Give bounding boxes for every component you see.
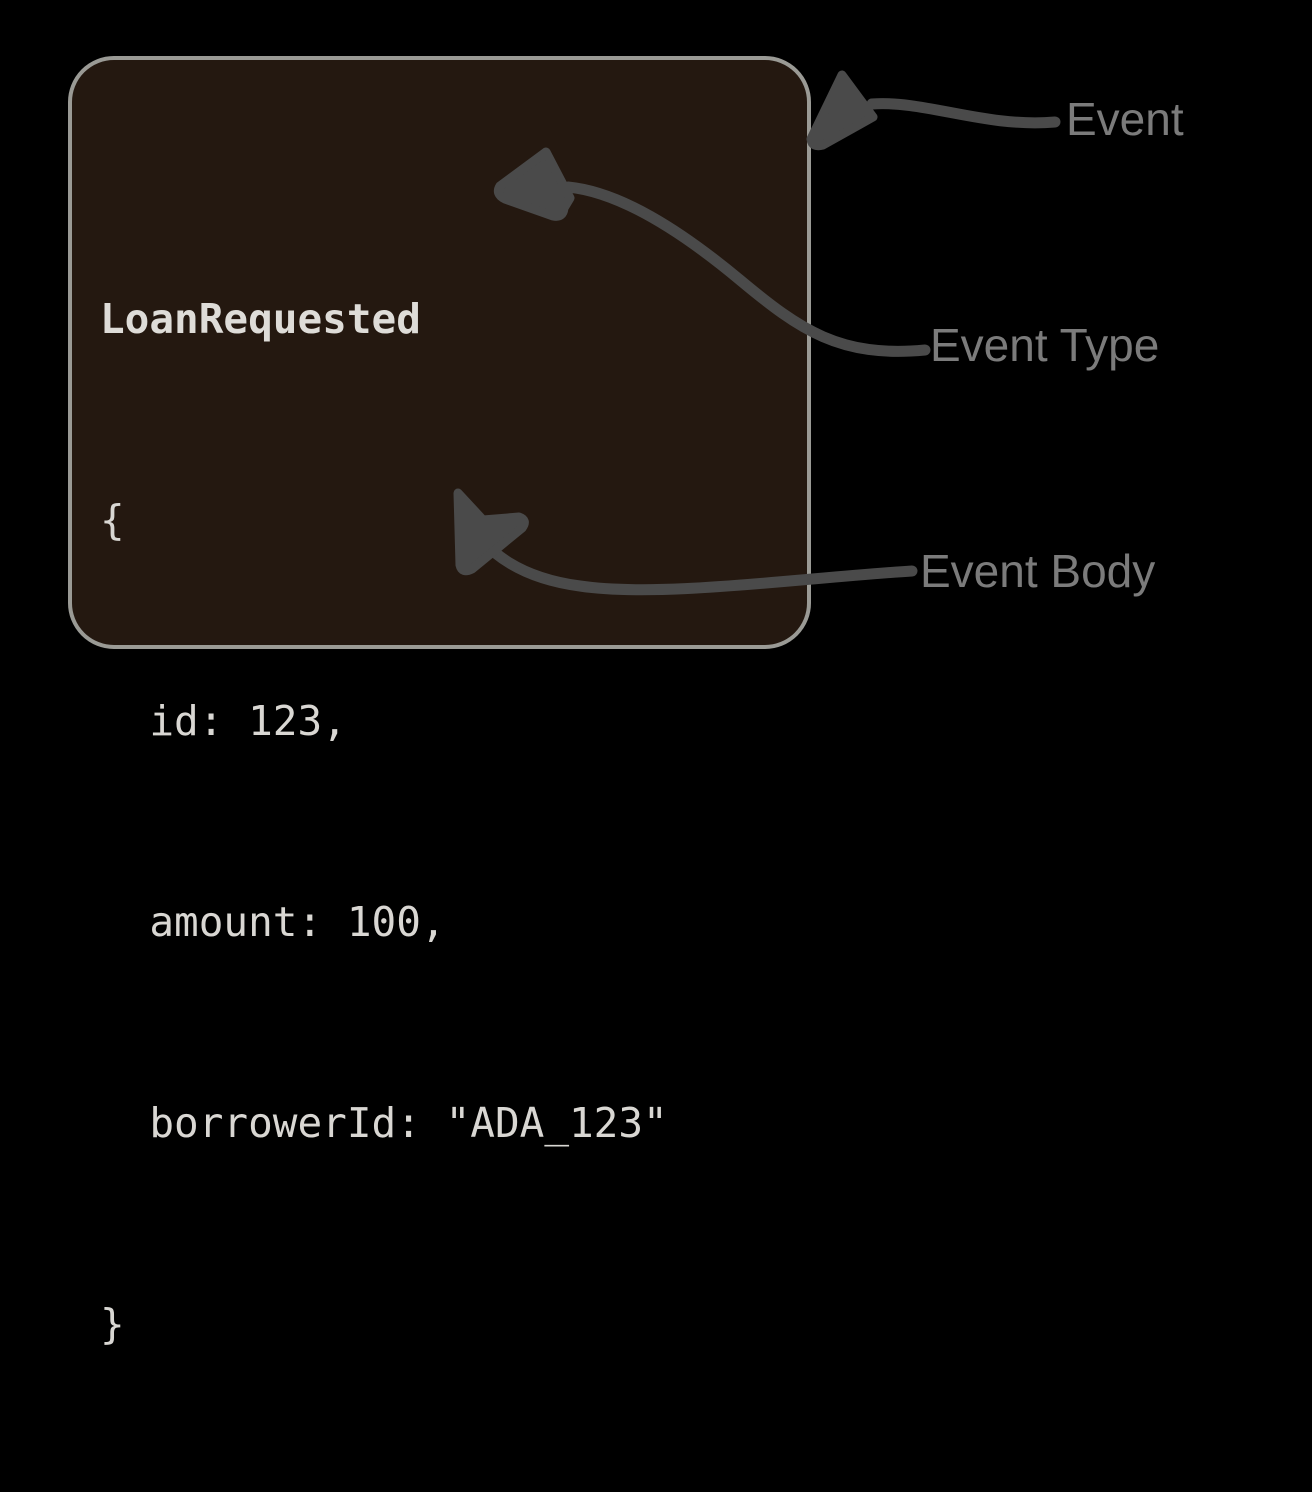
callout-arrow-event (806, 70, 1061, 151)
callout-label-event-body: Event Body (920, 545, 1156, 597)
event-body-field-amount: amount: 100, (100, 898, 446, 946)
event-type-line: LoanRequested (100, 295, 421, 343)
event-body-field-id: id: 123, (100, 697, 347, 745)
event-card: LoanRequested { id: 123, amount: 100, bo… (68, 56, 811, 1348)
event-body-open-brace: { (100, 496, 125, 544)
event-code-block: LoanRequested { id: 123, amount: 100, bo… (100, 152, 800, 1492)
event-body-close-brace: } (100, 1300, 125, 1348)
callout-label-event-type: Event Type (930, 319, 1160, 371)
event-body-field-borrowerid: borrowerId: "ADA_123" (100, 1099, 668, 1147)
callout-label-event: Event (1066, 93, 1184, 145)
diagram-canvas: LoanRequested { id: 123, amount: 100, bo… (68, 56, 1184, 1348)
arrowhead-event (806, 70, 878, 151)
